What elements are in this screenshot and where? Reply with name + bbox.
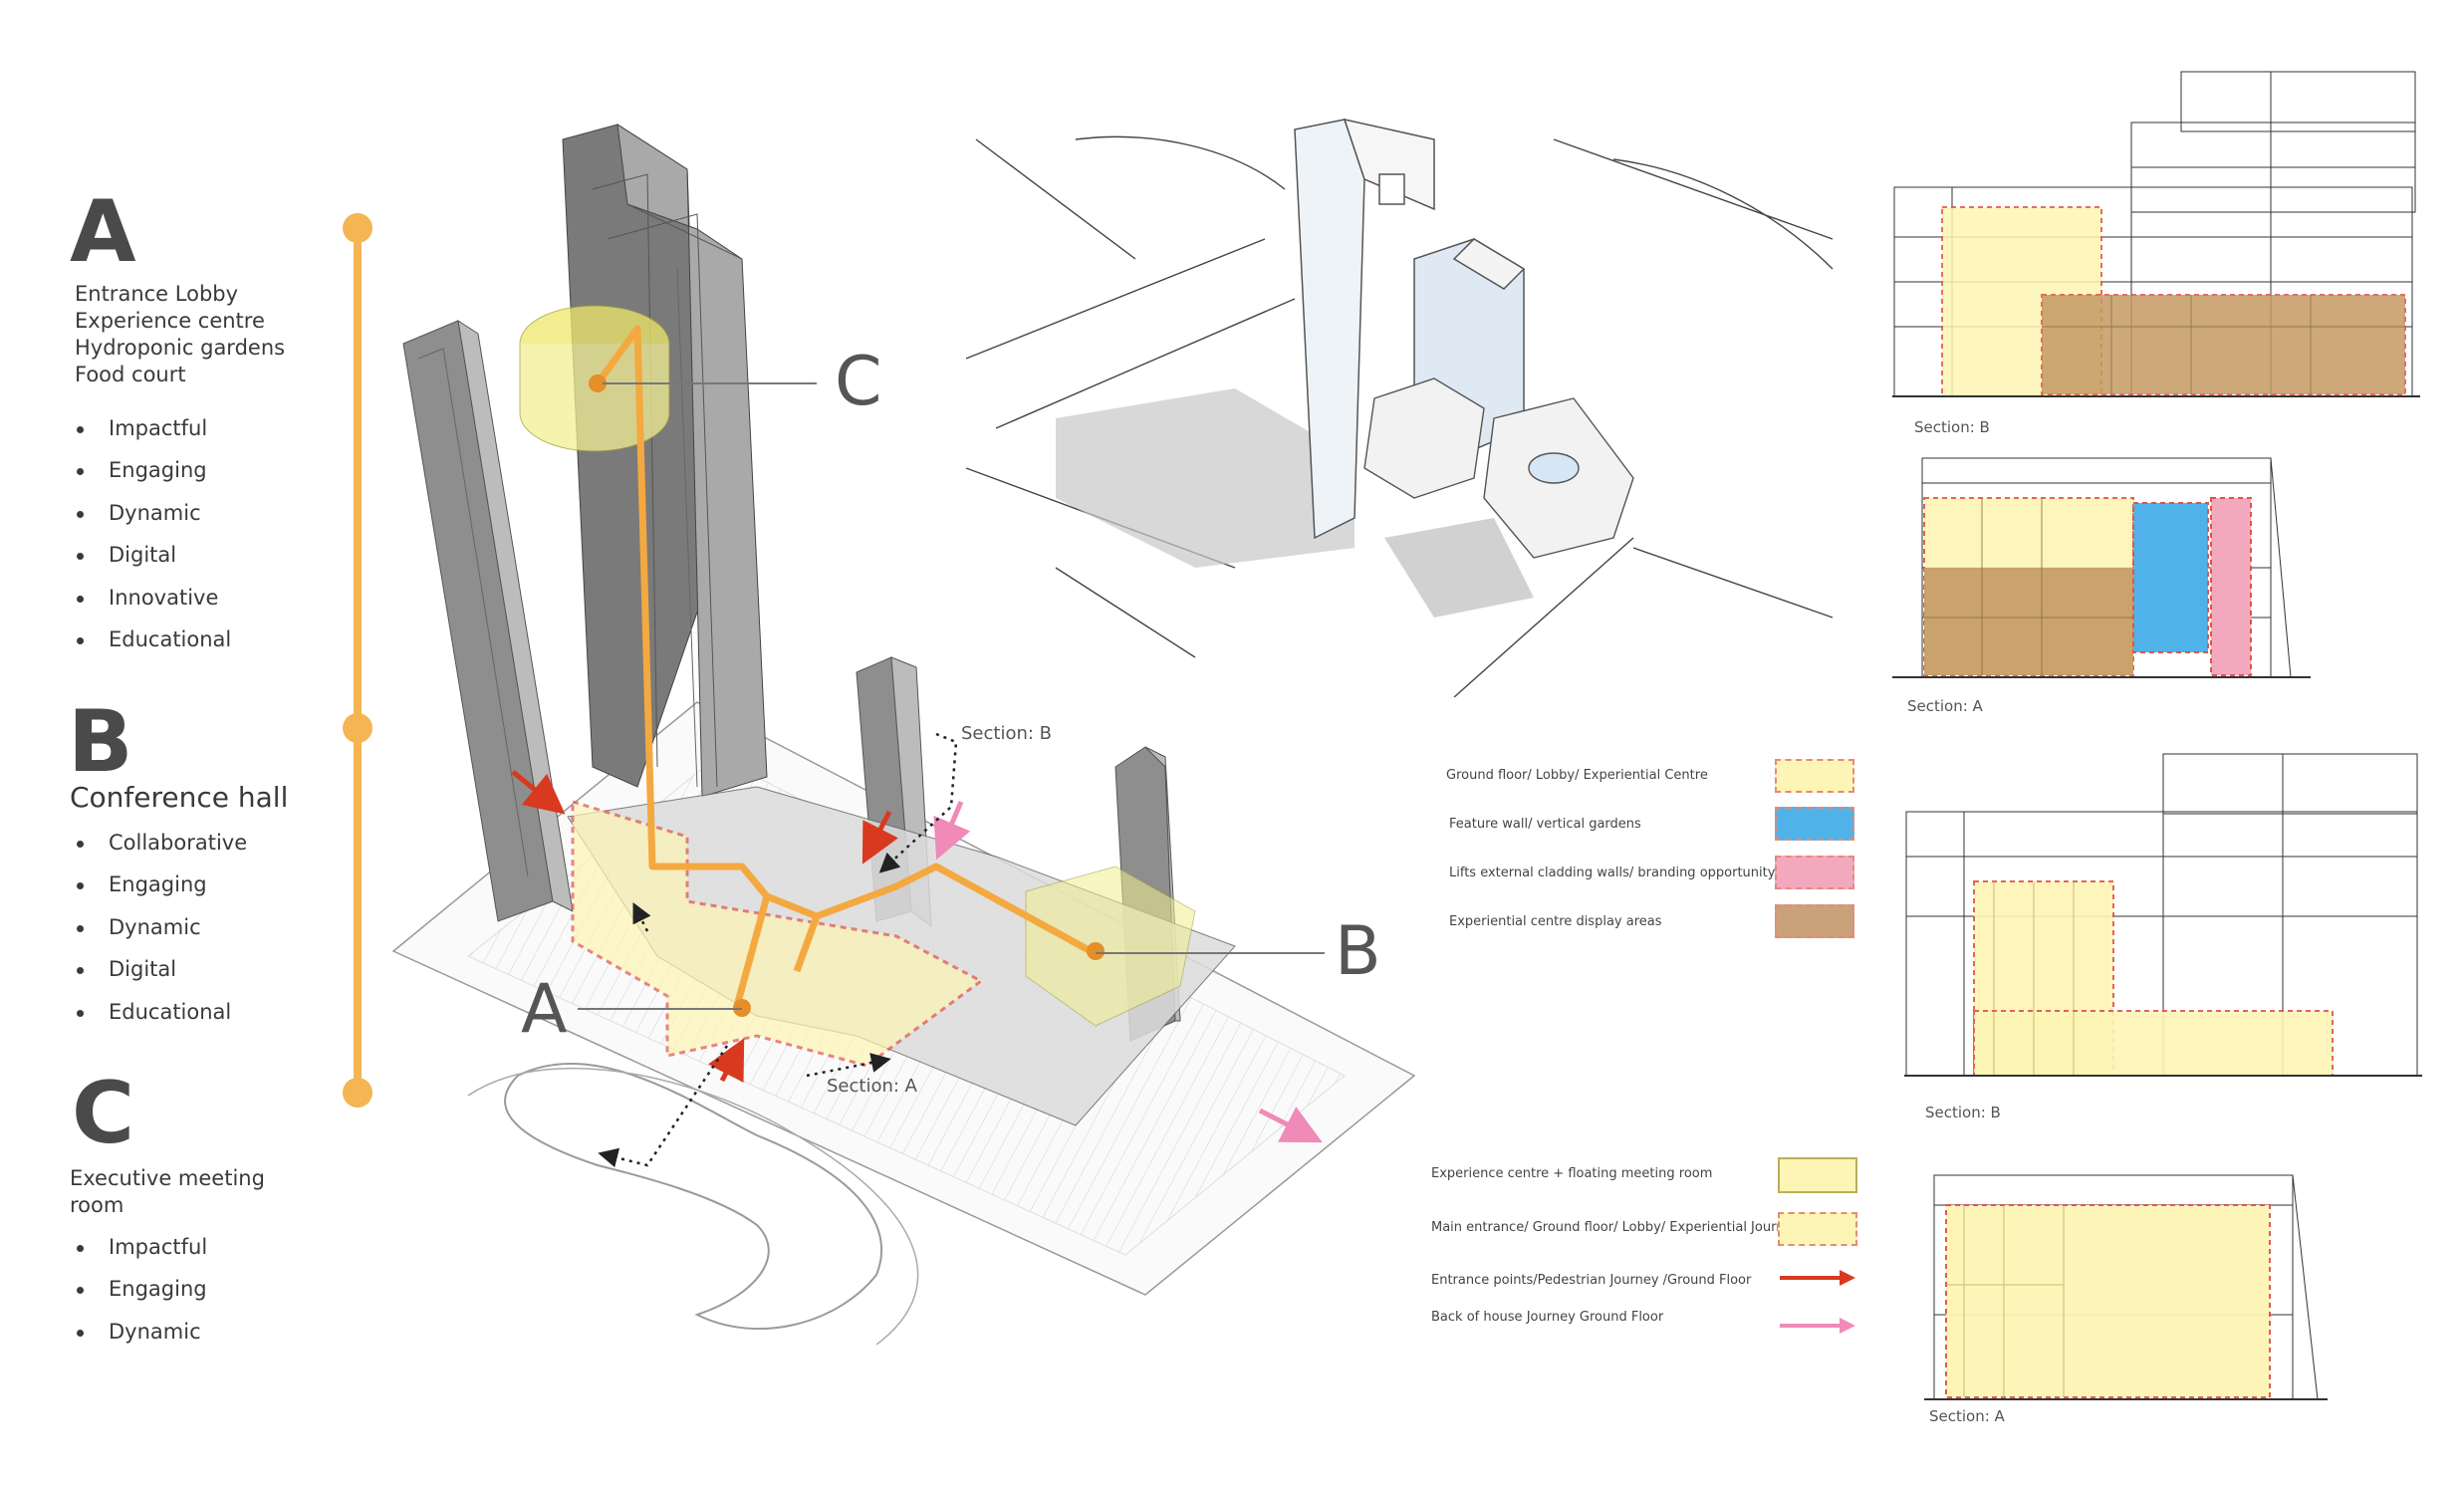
section-b-bullets: Collaborative Engaging Dynamic Digital E… (73, 822, 247, 1033)
callout-b-label: B (1335, 912, 1381, 991)
road-curve-outer (467, 1067, 919, 1346)
sketch-podium (1363, 377, 1634, 559)
section-line-b (878, 732, 958, 873)
sketch-shadow (1056, 388, 1355, 568)
boh-arrow (933, 801, 1323, 1143)
section-c-letter: C (72, 1064, 135, 1163)
bullet-item: Impactful (73, 1226, 207, 1268)
legend-label: Experience centre + floating meeting roo… (1431, 1166, 1713, 1181)
bullet-item: Collaborative (73, 822, 247, 864)
legend-swatch-lifts (1775, 856, 1854, 889)
section-b-tag: Section: B (961, 723, 1053, 744)
legend-label: Main entrance/ Ground floor/ Lobby/ Expe… (1431, 1220, 1801, 1235)
section-c-bullets: Impactful Engaging Dynamic (73, 1226, 207, 1353)
bullet-item: Educational (73, 991, 247, 1033)
legend-label: Ground floor/ Lobby/ Experiential Centre (1446, 768, 1708, 783)
sketch-shadow-2 (1384, 518, 1534, 618)
axonometric-drawing (391, 124, 1416, 1346)
timeline (354, 225, 362, 1094)
legend-swatch-lobby (1775, 759, 1854, 793)
section-b-title: Conference hall (70, 781, 289, 814)
section-c-lines: Executive meeting room (70, 1165, 265, 1219)
section-drawing-b-top (1892, 68, 2420, 418)
legend-arrow-boh (1778, 1315, 1857, 1337)
bullet-item: Educational (73, 619, 231, 660)
callout-c-label: C (835, 343, 882, 421)
section-c-line: room (70, 1193, 124, 1217)
bullet-item: Engaging (73, 449, 231, 491)
legend-label: Lifts external cladding walls/ branding … (1449, 866, 1776, 880)
entrance-arrow (511, 770, 898, 1083)
legend-label: Feature wall/ vertical gardens (1449, 817, 1641, 832)
legend-top: Ground floor/ Lobby/ Experiential Centre… (1424, 747, 1872, 946)
node-b (1087, 942, 1105, 960)
legend-arrow-entrance (1778, 1267, 1857, 1289)
legend-swatch-feature-wall (1775, 807, 1854, 841)
section-a-letter: A (70, 182, 136, 282)
legend-label: Experiential centre display areas (1449, 914, 1662, 929)
meeting-room-cylinder (519, 305, 670, 452)
bullet-item: Dynamic (73, 492, 231, 534)
section-caption: Section: A (1929, 1407, 2005, 1425)
legend-label: Entrance points/Pedestrian Journey /Grou… (1431, 1273, 1752, 1288)
section-caption: Section: A (1907, 697, 1983, 715)
bullet-item: Impactful (73, 407, 231, 449)
section-a-line: Experience centre (75, 309, 265, 333)
tower-main (562, 124, 768, 798)
section-a-lines: Entrance Lobby Experience centre Hydropo… (75, 281, 285, 388)
bullet-item: Digital (73, 948, 247, 990)
node-c (589, 374, 607, 392)
timeline-dot-b (343, 713, 372, 743)
bullet-item: Innovative (73, 577, 231, 619)
legend-bottom: Experience centre + floating meeting roo… (1414, 1145, 1872, 1345)
timeline-dot-a (343, 213, 372, 243)
section-b-letter: B (68, 692, 133, 792)
journey-path (595, 325, 1093, 1007)
section-caption: Section: B (1914, 418, 1990, 436)
legend-swatch-display (1775, 904, 1854, 938)
bullet-item: Engaging (73, 864, 247, 905)
legend-swatch-experience-centre (1778, 1157, 1857, 1193)
section-line-a (598, 902, 891, 1168)
section-a-bullets: Impactful Engaging Dynamic Digital Innov… (73, 407, 231, 660)
legend-swatch-main-entrance (1778, 1212, 1857, 1246)
section-a-tag: Section: A (827, 1076, 917, 1097)
bullet-item: Dynamic (73, 1311, 207, 1353)
bullet-item: Dynamic (73, 906, 247, 948)
sketch-tower-a (1294, 118, 1435, 540)
section-drawing-a-bottom (1924, 1165, 2328, 1404)
section-caption: Section: B (1925, 1104, 2001, 1121)
section-a-line: Food court (75, 363, 186, 386)
conference-hall-volume (1025, 866, 1196, 1027)
bullet-item: Engaging (73, 1268, 207, 1310)
section-c-line: Executive meeting (70, 1166, 265, 1190)
section-drawing-b-bottom (1904, 752, 2422, 1096)
section-a-line: Entrance Lobby (75, 282, 239, 306)
legend-label: Back of house Journey Ground Floor (1431, 1310, 1664, 1325)
section-a-line: Hydroponic gardens (75, 336, 286, 360)
road-curve (504, 1063, 882, 1331)
concept-sketch (965, 118, 1834, 697)
callout-a-label: A (521, 970, 568, 1049)
timeline-dot-c (343, 1078, 372, 1108)
bullet-item: Digital (73, 534, 231, 576)
section-drawing-a-top (1892, 443, 2311, 687)
